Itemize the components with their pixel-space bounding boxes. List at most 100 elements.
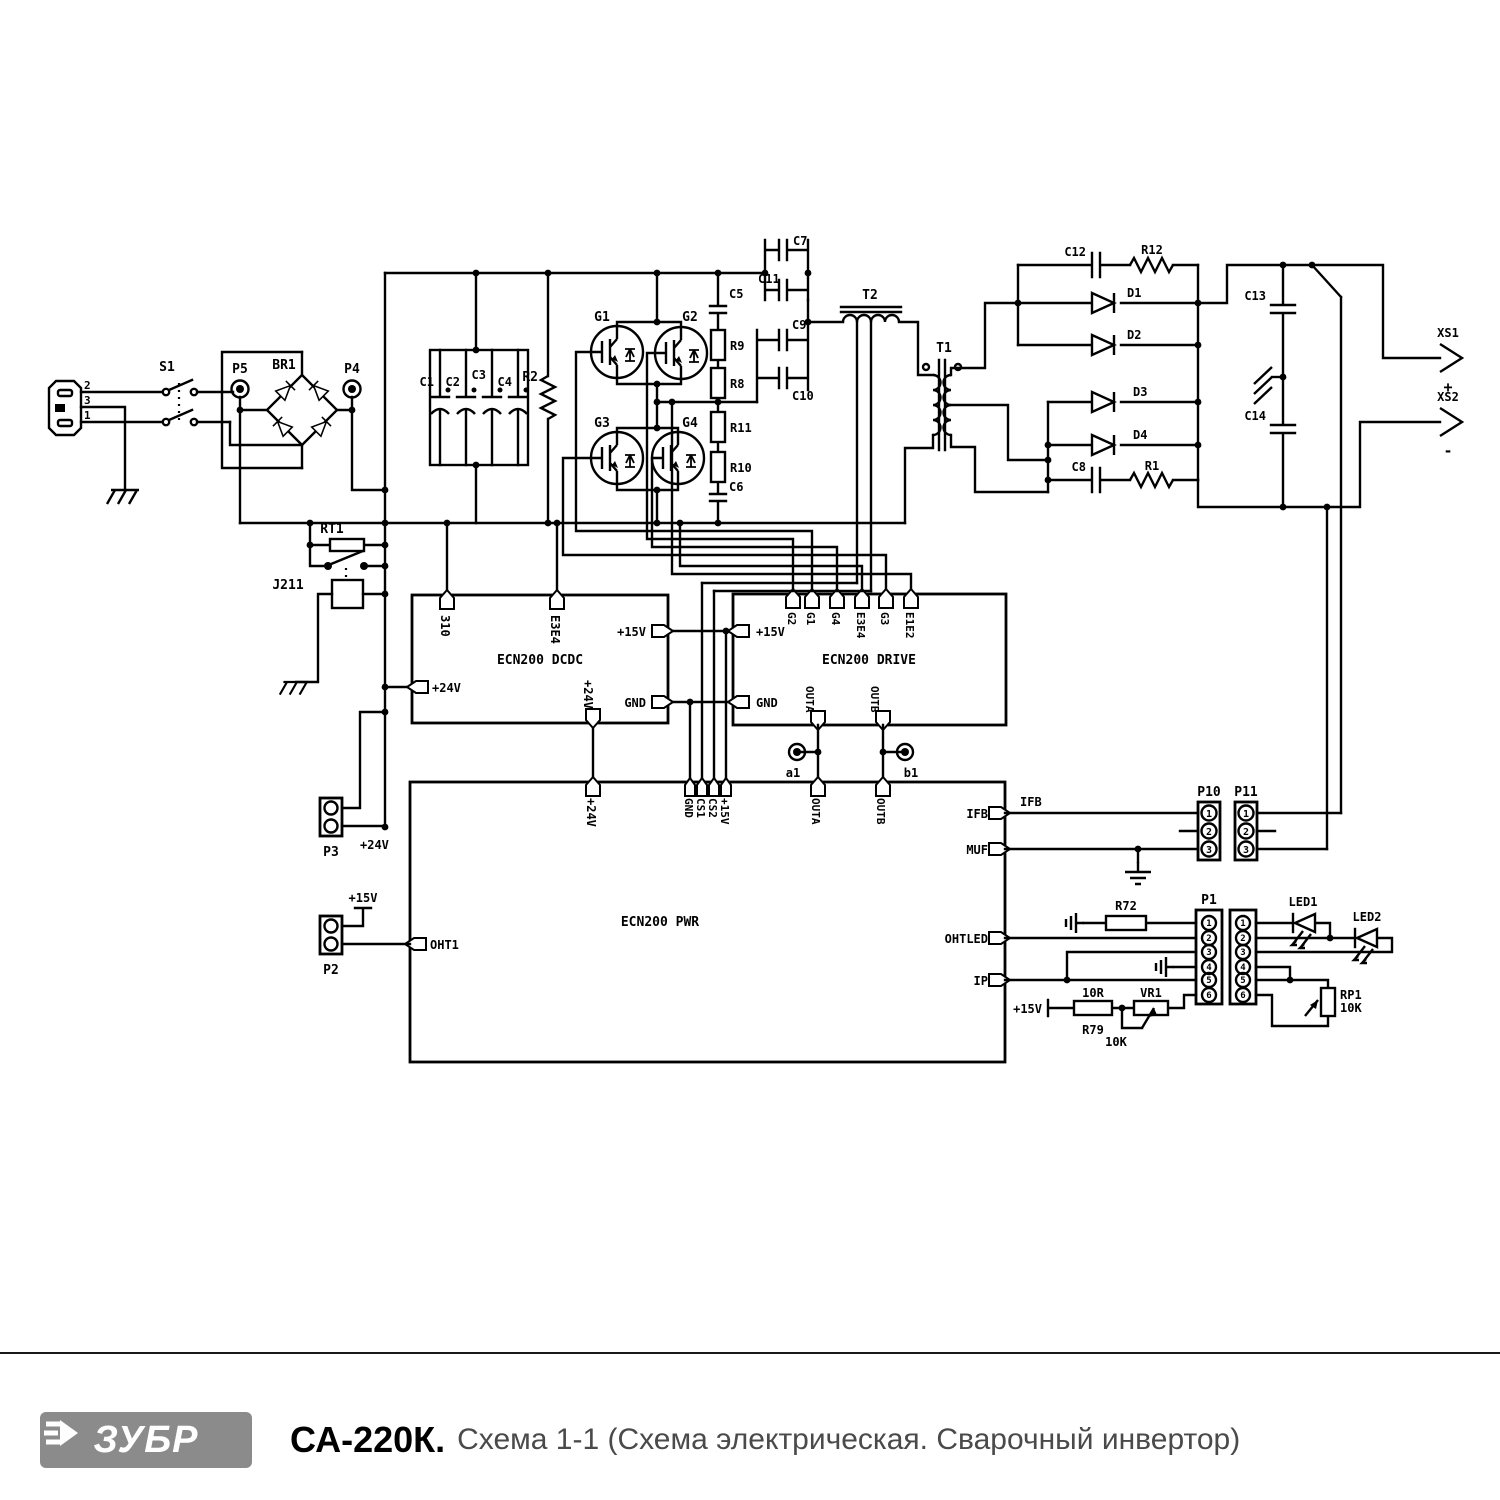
bridge-box [220, 350, 304, 470]
label-rp1: RP1 [1340, 988, 1362, 1002]
label-c1: C1 [420, 375, 434, 389]
cap-pair-c7-c11 [763, 238, 810, 302]
led-led1 [1254, 912, 1332, 950]
label-p11-pin2: 2 [1243, 827, 1249, 838]
label-r11: R11 [730, 421, 752, 435]
label-drive-gnd: GND [756, 696, 778, 710]
terminal-xs2 [1439, 406, 1465, 438]
connector-p2 [318, 906, 412, 956]
label-pwr-cs1: CS1 [694, 798, 707, 818]
label-xs1-plus: + [1443, 378, 1452, 396]
label-pwr-24v: +24V [584, 798, 598, 827]
label-p1: P1 [1201, 893, 1217, 908]
dcdc-wires [383, 521, 735, 784]
diode-row-d3 [1046, 390, 1200, 414]
label-c10: C10 [792, 389, 814, 403]
label-p11-pin1: 1 [1243, 809, 1249, 820]
label-vr1: VR1 [1140, 986, 1162, 1000]
junction-dots [236, 261, 1334, 1012]
ac-wires [79, 390, 164, 492]
block-dcdc [410, 593, 670, 725]
label-ac-pin2: 2 [84, 379, 91, 392]
label-r8: R8 [730, 377, 744, 391]
label-p1-pin2: 2 [1206, 934, 1211, 944]
label-c7: C7 [793, 234, 807, 248]
zubr-logo-icon [44, 1420, 78, 1446]
label-c6: C6 [729, 480, 743, 494]
label-t1: T1 [936, 341, 952, 356]
label-j211: J211 [272, 578, 303, 593]
label-br1: BR1 [272, 358, 296, 373]
r72-row [1064, 911, 1198, 935]
label-p1b-pin1: 1 [1240, 919, 1245, 929]
connector-p1 [1194, 908, 1224, 1006]
igbt-g4 [650, 430, 706, 486]
label-dcdc-e3e4: E3E4 [548, 615, 562, 644]
led-led2 [1254, 927, 1394, 965]
label-r12: R12 [1141, 243, 1163, 257]
interblock-wires [688, 581, 873, 784]
vr1-r79-row [1046, 998, 1170, 1030]
label-r9: R9 [730, 339, 744, 353]
label-p1-pin6: 6 [1206, 991, 1211, 1001]
label-p11-pin3: 3 [1243, 845, 1249, 856]
label-p1b-pin3: 3 [1240, 948, 1245, 958]
label-c2: C2 [446, 375, 460, 389]
label-d1: D1 [1127, 286, 1141, 300]
schematic-canvas: 2 3 1 S1 P5 BR1 P4 RT1 J211 [47, 234, 1465, 1064]
label-c12: C12 [1064, 245, 1086, 259]
ac-inlet [47, 379, 83, 437]
footer: ЗУБР СА-220К. Схема 1-1 (Схема электриче… [0, 1400, 1500, 1500]
label-drive-title: ECN200 DRIVE [822, 653, 916, 668]
capacitor-c4 [507, 348, 529, 467]
model-name: СА-220К. [290, 1419, 446, 1460]
resistor-r11 [709, 410, 727, 444]
label-v15-vr-row: +15V [1013, 1002, 1042, 1016]
label-p1-pin4: 4 [1206, 963, 1212, 973]
zubr-logo-text: ЗУБР [93, 1418, 199, 1461]
label-c3: C3 [472, 368, 486, 382]
label-g1: G1 [594, 310, 610, 325]
label-tp-b1: b1 [904, 766, 918, 780]
label-g3: G3 [594, 416, 610, 431]
label-drive-outb: OUTB [868, 686, 881, 713]
label-xs2-minus: - [1443, 442, 1452, 460]
label-ac-pin1: 1 [84, 409, 91, 422]
terminal-p5 [230, 379, 269, 525]
label-vr1-10k: 10K [1105, 1035, 1127, 1049]
terminal-xs1 [1439, 342, 1465, 374]
igbt-g1 [589, 324, 645, 380]
label-r79: R79 [1082, 1023, 1104, 1037]
label-led1: LED1 [1289, 895, 1318, 909]
label-drive-e1e2: E1E2 [903, 612, 916, 639]
label-t2: T2 [862, 288, 878, 303]
ifb-muf-wires [1003, 811, 1343, 886]
label-xs2: XS2 [1437, 390, 1459, 404]
label-p1b-pin5: 5 [1240, 976, 1245, 986]
capbank-c1-c4 [428, 271, 530, 525]
cap-pair-c9-c10 [755, 298, 810, 404]
label-dcdc-24v: +24V [432, 681, 461, 695]
label-p10-pin1: 1 [1206, 809, 1212, 820]
footer-divider [0, 1352, 1500, 1354]
outa-outb-wires [787, 723, 915, 784]
label-pwr-outa: OUTA [809, 798, 822, 825]
connector-p11 [1233, 800, 1259, 862]
label-p1b-pin4: 4 [1240, 963, 1246, 973]
label-dcdc-title: ECN200 DCDC [497, 653, 583, 668]
pot-rp1 [1254, 965, 1337, 1028]
label-p5: P5 [232, 362, 248, 377]
label-pwr-cs2: CS2 [706, 798, 719, 818]
label-d2: D2 [1127, 328, 1141, 342]
earth-ground-inlet [105, 488, 141, 506]
diode-row-d1 [1016, 291, 1200, 315]
label-drive-outa: OUTA [803, 686, 816, 713]
snubber-c8-r1 [1046, 466, 1200, 494]
label-s1: S1 [159, 360, 175, 375]
terminal-p4 [335, 379, 387, 492]
label-d4: D4 [1133, 428, 1147, 442]
label-drive-15v: +15V [756, 625, 785, 639]
label-ac-pin3: 3 [84, 394, 91, 407]
divider-chain [708, 271, 728, 525]
resistor-r72 [1104, 914, 1148, 932]
